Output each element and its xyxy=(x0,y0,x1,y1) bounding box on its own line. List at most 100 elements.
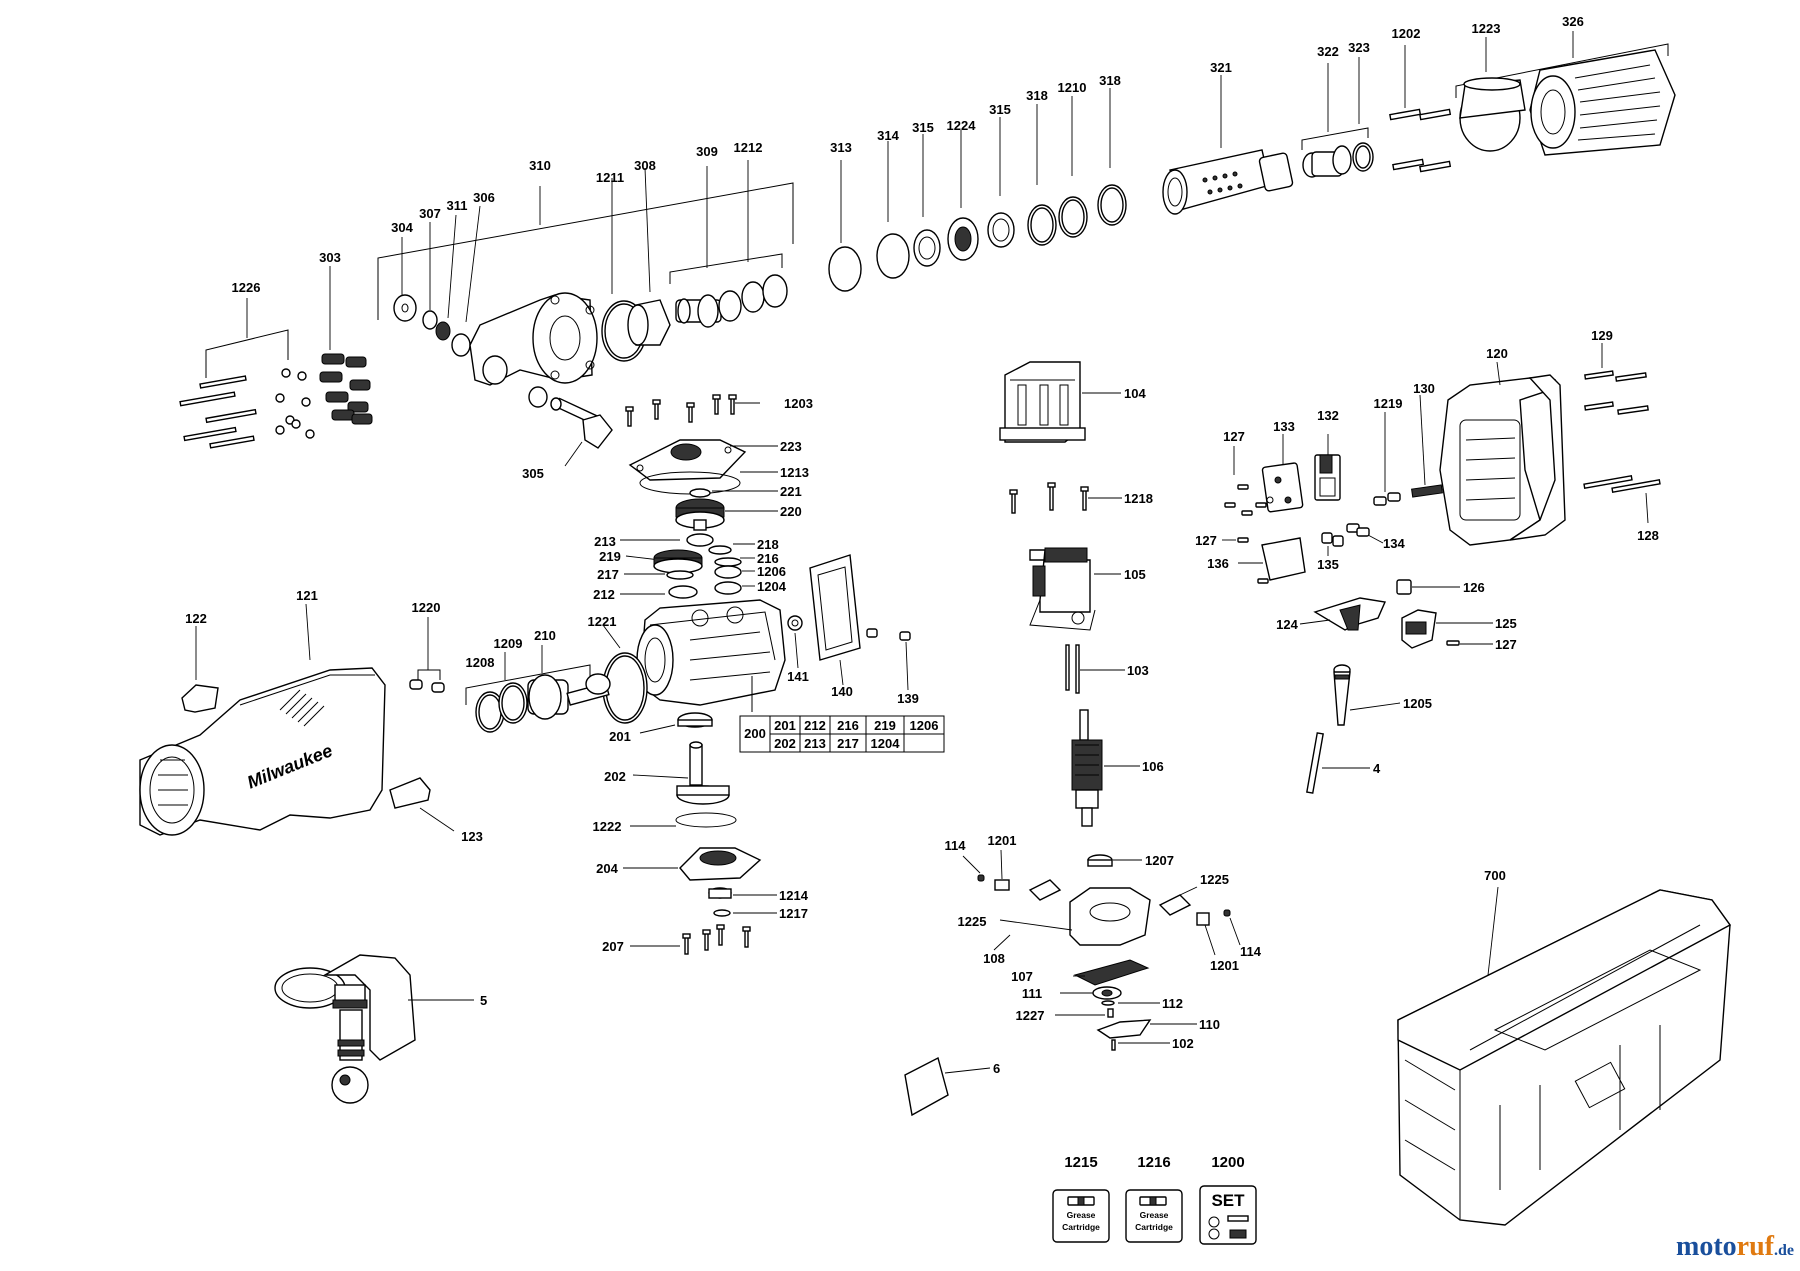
label-204: 204 xyxy=(596,861,618,876)
sleeve-1223 xyxy=(1459,77,1526,152)
table-group-200: 200 xyxy=(744,726,766,741)
label-1210: 1210 xyxy=(1058,80,1087,95)
barrel-housing xyxy=(469,292,598,386)
label-122: 122 xyxy=(185,611,207,626)
bearing-1204 xyxy=(714,581,742,595)
gearbox-assembly-group: 200 201 212 216 219 1206 202 213 217 120… xyxy=(522,386,945,955)
label-130: 130 xyxy=(1413,381,1435,396)
table-r2-c1: 202 xyxy=(774,736,796,751)
label-1212: 1212 xyxy=(734,140,763,155)
label-304: 304 xyxy=(391,220,413,235)
plate-110 xyxy=(1096,1019,1152,1039)
label-114a: 114 xyxy=(945,838,967,853)
bearing-1206 xyxy=(714,565,742,579)
screw-1202c xyxy=(1392,158,1425,171)
label-1205: 1205 xyxy=(1403,696,1432,711)
label-134: 134 xyxy=(1383,536,1405,551)
carry-case-700 xyxy=(1397,889,1732,1226)
plate-136 xyxy=(1261,537,1306,581)
cable-sleeve-1205 xyxy=(1333,664,1351,726)
label-108: 108 xyxy=(983,951,1005,966)
label-322: 322 xyxy=(1317,44,1339,59)
label-315b: 315 xyxy=(989,102,1011,117)
screw-127a1 xyxy=(1237,484,1249,490)
label-112: 112 xyxy=(1162,996,1183,1011)
table-r2-c4: 1204 xyxy=(871,736,901,751)
label-305: 305 xyxy=(522,466,544,481)
ring-315b xyxy=(987,212,1015,248)
grease2-line2: Cartridge xyxy=(1135,1222,1173,1232)
ring-216 xyxy=(714,557,742,567)
label-1224: 1224 xyxy=(947,118,977,133)
circlip-313 xyxy=(828,246,862,292)
gear-220 xyxy=(675,498,725,531)
label-132: 132 xyxy=(1317,408,1339,423)
motor-housing-104 xyxy=(999,361,1086,443)
screw-128b xyxy=(1611,479,1661,493)
ring-314 xyxy=(876,233,910,279)
label-104: 104 xyxy=(1124,386,1146,401)
label-1222: 1222 xyxy=(593,819,622,834)
handle-housing-120 xyxy=(1439,374,1566,546)
side-handle-5 xyxy=(274,954,416,1104)
label-105: 105 xyxy=(1124,567,1146,582)
set-text: SET xyxy=(1211,1191,1245,1210)
brush-rod-103b xyxy=(1075,644,1080,694)
screw-127a2 xyxy=(1224,502,1236,508)
label-1223: 1223 xyxy=(1472,21,1501,36)
label-323: 323 xyxy=(1348,40,1370,55)
label-123: 123 xyxy=(461,829,483,844)
main-handle-group: 129 120 127 133 132 1219 130 127 134 136… xyxy=(1195,328,1661,794)
cylinder-321 xyxy=(1162,149,1294,215)
label-121: 121 xyxy=(296,588,318,603)
grease1-line2: Cartridge xyxy=(1062,1222,1100,1232)
label-141: 141 xyxy=(787,669,809,684)
label-127b: 127 xyxy=(1195,533,1217,548)
washer-304 xyxy=(393,294,417,322)
label-110: 110 xyxy=(1199,1017,1220,1032)
label-1220: 1220 xyxy=(412,600,441,615)
label-1200: 1200 xyxy=(1211,1154,1244,1171)
parts-table-200: 200 201 212 216 219 1206 202 213 217 120… xyxy=(739,715,945,753)
label-1214: 1214 xyxy=(779,888,809,903)
ring-217 xyxy=(666,570,694,580)
connecting-rod-210 xyxy=(527,673,611,720)
screw-set-1203 xyxy=(625,394,737,427)
label-217: 217 xyxy=(597,567,619,582)
bearing-212 xyxy=(668,585,698,599)
service-set-card-1200: 1200 SET xyxy=(1199,1154,1257,1245)
gear-219 xyxy=(653,549,703,574)
watermark-logo: motoruf.de xyxy=(1676,1231,1794,1263)
screw-128a xyxy=(1583,475,1633,489)
brush-rod-103a xyxy=(1065,644,1070,691)
label-1227: 1227 xyxy=(1016,1008,1045,1023)
front-housing-121: Milwaukee xyxy=(139,667,386,836)
label-314: 314 xyxy=(877,128,899,143)
label-1211: 1211 xyxy=(596,170,624,185)
label-1215: 1215 xyxy=(1064,1154,1097,1171)
label-1203: 1203 xyxy=(784,396,813,411)
gearbox-housing-200 xyxy=(636,599,786,706)
pin-1219a xyxy=(1373,496,1387,506)
clip-122 xyxy=(181,684,219,713)
label-309: 309 xyxy=(696,144,718,159)
front-housing-group: Milwaukee 122 121 1220 1209 210 1208 xyxy=(139,588,611,844)
ring-306 xyxy=(451,333,471,357)
clip-126 xyxy=(1396,579,1412,595)
ring-218 xyxy=(708,545,732,555)
label-223: 223 xyxy=(780,439,802,454)
cable-4 xyxy=(1306,732,1324,794)
label-140: 140 xyxy=(831,684,853,699)
table-r2-c3: 217 xyxy=(837,736,859,751)
label-216: 216 xyxy=(757,551,779,566)
grease1-line1: Grease xyxy=(1067,1210,1096,1220)
label-318a: 318 xyxy=(1026,88,1048,103)
piston-309 xyxy=(675,290,742,328)
screw-129b xyxy=(1615,372,1647,382)
label-120: 120 xyxy=(1486,346,1508,361)
label-4: 4 xyxy=(1373,761,1381,776)
end-bracket-108 xyxy=(1028,879,1192,946)
ring-307 xyxy=(422,310,438,330)
label-6: 6 xyxy=(993,1061,1000,1076)
pin-1220b xyxy=(431,682,445,693)
